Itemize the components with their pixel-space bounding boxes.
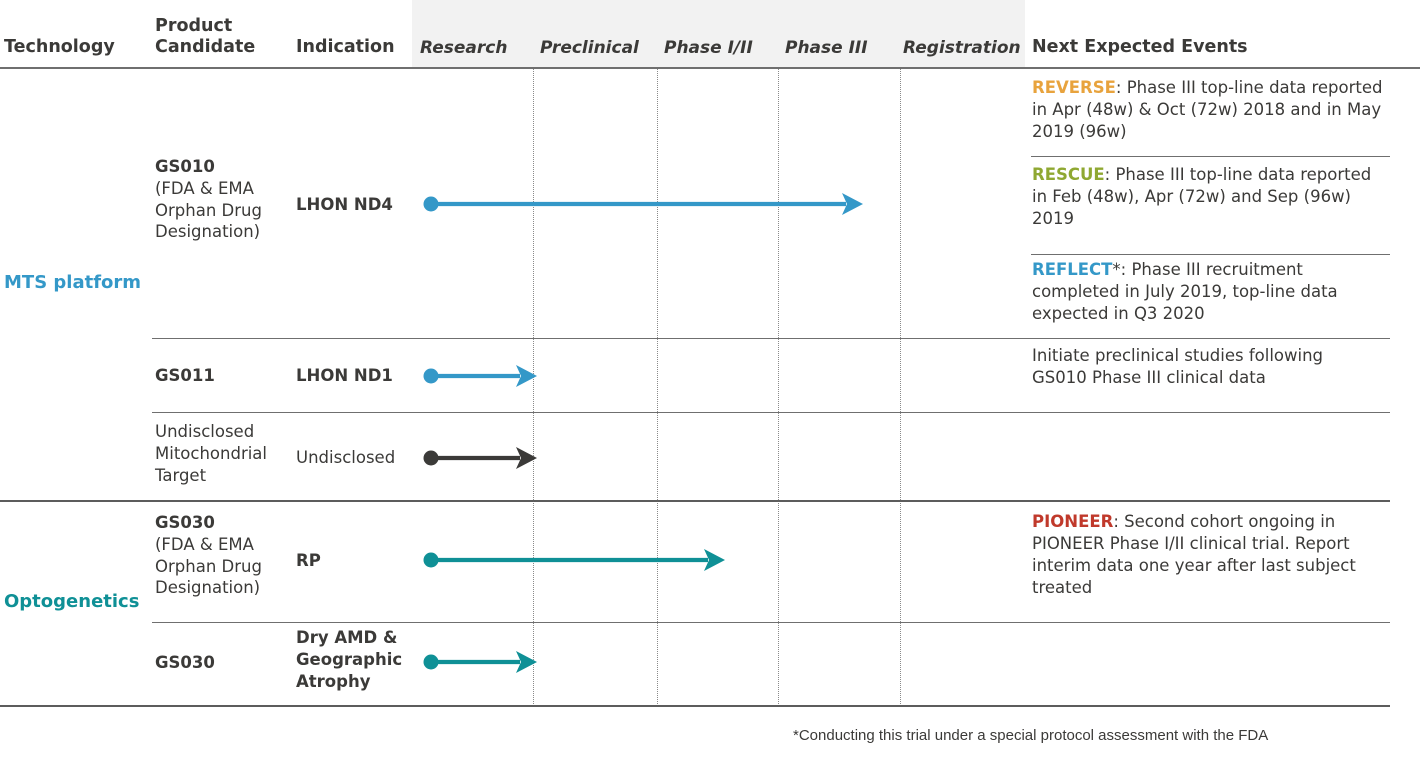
header-technology: Technology	[4, 37, 115, 57]
row-divider-gs011-undisclosed	[152, 412, 1390, 413]
candidate-gs030-note: (FDA & EMA Orphan Drug Designation)	[155, 534, 262, 598]
event-pioneer-text: : Second cohort ongoing in PIONEER Phase…	[1032, 512, 1356, 598]
section-divider-mts-optogenetics	[0, 500, 1390, 502]
header-phase-i-ii: Phase I/II	[664, 37, 753, 58]
column-separator-preclinical	[657, 69, 658, 706]
table-bottom-border	[0, 705, 1390, 707]
header-phase-iii: Phase III	[785, 37, 868, 58]
event-gs011-text: Initiate preclinical studies following G…	[1032, 346, 1324, 388]
event-pioneer-trial: PIONEER	[1032, 512, 1114, 531]
indication-lhon-nd4: LHON ND4	[296, 195, 393, 214]
candidate-gs010: GS010 (FDA & EMA Orphan Drug Designation…	[155, 156, 290, 243]
candidate-gs010-name: GS010	[155, 157, 215, 176]
event-reverse: REVERSE: Phase III top-line data reporte…	[1032, 77, 1384, 143]
footnote: *Conducting this trial under a special p…	[793, 727, 1269, 744]
candidate-gs030: GS030 (FDA & EMA Orphan Drug Designation…	[155, 512, 290, 599]
header-indication: Indication	[296, 37, 395, 57]
indication-rp: RP	[296, 551, 321, 570]
event-rescue-trial: RESCUE	[1032, 165, 1105, 184]
event-reverse-trial: REVERSE	[1032, 78, 1116, 97]
candidate-gs010-note: (FDA & EMA Orphan Drug Designation)	[155, 178, 262, 242]
table-header-row: Technology Product Candidate Indication …	[0, 0, 1420, 68]
header-next-expected-events: Next Expected Events	[1032, 37, 1248, 57]
event-reflect-text: *: Phase III recruitment completed in Ju…	[1032, 260, 1338, 324]
candidate-undisclosed-target: Undisclosed Mitochondrial Target	[155, 422, 268, 485]
header-research: Research	[420, 37, 508, 58]
row-divider-gs010-gs011	[152, 338, 1390, 339]
column-separator-phase-iii	[900, 69, 901, 706]
progress-arrow-gs011-lhon-nd1	[420, 362, 545, 390]
indication-undisclosed: Undisclosed	[296, 448, 396, 467]
event-rescue: RESCUE: Phase III top-line data reported…	[1032, 164, 1390, 230]
progress-arrow-gs030-rp	[420, 546, 735, 574]
event-gs011: Initiate preclinical studies following G…	[1032, 345, 1362, 389]
technology-label-mts: MTS platform	[4, 272, 142, 293]
candidate-gs030b: GS030	[155, 653, 215, 672]
header-registration: Registration	[903, 37, 1021, 58]
header-underline	[0, 67, 1420, 69]
event-pioneer: PIONEER: Second cohort ongoing in PIONEE…	[1032, 511, 1372, 599]
header-product-candidate: Product Candidate	[155, 16, 256, 57]
indication-dry-amd: Dry AMD & Geographic Atrophy	[296, 628, 403, 691]
phase-header-band	[412, 0, 1025, 68]
column-separator-phase-i-ii	[778, 69, 779, 706]
progress-arrow-undisclosed	[420, 444, 545, 472]
header-preclinical: Preclinical	[540, 37, 639, 58]
indication-lhon-nd1: LHON ND1	[296, 366, 393, 385]
event-reflect-trial: REFLECT	[1032, 260, 1113, 279]
candidate-gs011: GS011	[155, 366, 215, 385]
event-rescue-text: : Phase III top-line data reported in Fe…	[1032, 165, 1372, 229]
technology-label-optogenetics: Optogenetics	[4, 591, 140, 612]
events-divider-reverse-rescue	[1031, 156, 1390, 157]
progress-arrow-gs010-lhon-nd4	[420, 190, 870, 218]
column-separator-research	[533, 69, 534, 706]
events-divider-rescue-reflect	[1031, 254, 1390, 255]
event-reflect: REFLECT*: Phase III recruitment complete…	[1032, 259, 1384, 325]
row-divider-gs030-gs030b	[152, 622, 1390, 623]
candidate-gs030-name: GS030	[155, 513, 215, 532]
progress-arrow-gs030-dry-amd	[420, 648, 545, 676]
event-reverse-text: : Phase III top-line data reported in Ap…	[1032, 78, 1383, 142]
